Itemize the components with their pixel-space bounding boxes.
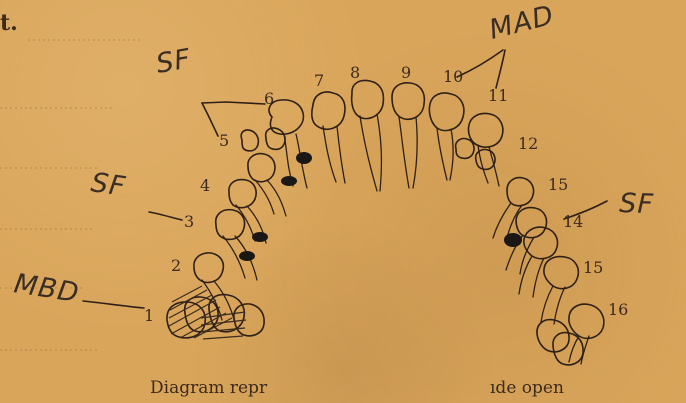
lead-line-sf-top-branch xyxy=(202,103,218,136)
root-7-b xyxy=(337,126,345,183)
tooth-label-5: 5 xyxy=(219,131,229,150)
small-tooth-left-upper-2 xyxy=(266,128,285,149)
root-8-a xyxy=(360,116,377,191)
tooth-label-7: 7 xyxy=(314,71,324,90)
tooth-label-10: 10 xyxy=(443,67,463,86)
tooth-4-crown xyxy=(229,180,256,208)
tooth-label-2: 2 xyxy=(171,256,181,275)
tooth-11-crown xyxy=(468,113,502,147)
tooth-10-crown xyxy=(429,93,463,131)
handwritten-annotations: MBD SF SF MAD SF xyxy=(12,0,655,309)
root-9-a xyxy=(399,117,409,188)
root-8-b xyxy=(377,114,381,191)
root-14-a xyxy=(519,256,532,294)
annotation-mbd: MBD xyxy=(12,268,82,309)
lead-line-sf-left xyxy=(149,212,182,220)
caption-left: Diagram repr xyxy=(150,378,268,398)
lead-line-sf-top xyxy=(202,102,265,104)
tooth-3-crown xyxy=(216,210,245,240)
tooth-16-crown xyxy=(569,304,604,338)
tooth-15-lower-crown xyxy=(544,257,578,289)
tooth-label-9: 9 xyxy=(401,63,411,82)
page-fragment-text: t. xyxy=(0,10,18,36)
root-10-b xyxy=(450,129,453,180)
hatch-1 xyxy=(172,286,202,302)
annotation-sf-top: SF xyxy=(154,43,194,80)
cavity-dot-3 xyxy=(252,232,268,242)
tooth-label-15-bottom: 15 xyxy=(583,258,603,277)
small-tooth-right-upper xyxy=(456,139,474,159)
hatch-7 xyxy=(194,318,232,338)
tooth-15-crown xyxy=(516,208,547,238)
top-left-page-fragment: t. xyxy=(0,10,18,36)
tooth-label-8: 8 xyxy=(350,63,360,82)
root-15-lower-b xyxy=(554,287,565,324)
hatch-8 xyxy=(201,312,245,318)
tooth-14-crown xyxy=(524,227,558,259)
root-14-b xyxy=(533,258,544,297)
caption-right: ıde open xyxy=(490,378,564,398)
tooth-label-12: 12 xyxy=(518,134,538,153)
root-5-b xyxy=(267,180,286,216)
tooth-8-crown xyxy=(352,81,384,119)
caption: Diagram repr ıde open xyxy=(150,378,564,398)
lead-line-mad xyxy=(496,50,505,88)
tooth-label-6: 6 xyxy=(264,89,274,108)
tooth-7-crown xyxy=(312,92,345,129)
tooth-12-crown xyxy=(507,178,534,206)
lead-line-mad-2 xyxy=(457,50,503,77)
root-11-b xyxy=(489,147,499,186)
cavity-dot-2 xyxy=(239,251,255,261)
tooth-9-crown xyxy=(392,83,424,119)
small-tooth-left-upper xyxy=(241,130,258,151)
cavity-dot-5 xyxy=(281,176,297,186)
tooth-label-1: 1 xyxy=(144,306,154,325)
root-9-b xyxy=(413,117,417,188)
root-16-a xyxy=(569,336,579,362)
tooth-label-11: 11 xyxy=(488,86,508,105)
annotation-sf-left: SF xyxy=(89,167,128,203)
annotation-mad: MAD xyxy=(486,0,557,46)
lead-line-mbd xyxy=(83,301,144,308)
lead-line-sf-right xyxy=(564,201,607,219)
tooth-label-15-top: 15 xyxy=(548,175,568,194)
root-15-lower-a xyxy=(541,286,553,322)
tooth-label-14: 14 xyxy=(563,212,583,231)
root-7-a xyxy=(323,126,336,182)
upper-arch-teeth xyxy=(167,81,604,339)
front-left-molar-3 xyxy=(234,304,264,336)
annotation-lines xyxy=(83,50,607,308)
root-16-b xyxy=(581,336,589,364)
tooth-5-crown xyxy=(248,154,275,182)
tooth-label-16: 16 xyxy=(608,300,628,319)
root-10-a xyxy=(437,128,447,180)
front-lower-structures xyxy=(185,128,583,365)
tooth-label-4: 4 xyxy=(200,176,210,195)
annotation-sf-right: SF xyxy=(619,188,655,220)
hatch-11 xyxy=(203,336,243,339)
tooth-label-3: 3 xyxy=(184,212,194,231)
cavity-dot-14 xyxy=(504,233,522,247)
cavity-dot-6 xyxy=(296,152,312,164)
front-right-molar-2 xyxy=(553,333,583,365)
tooth-2-crown xyxy=(194,253,223,283)
